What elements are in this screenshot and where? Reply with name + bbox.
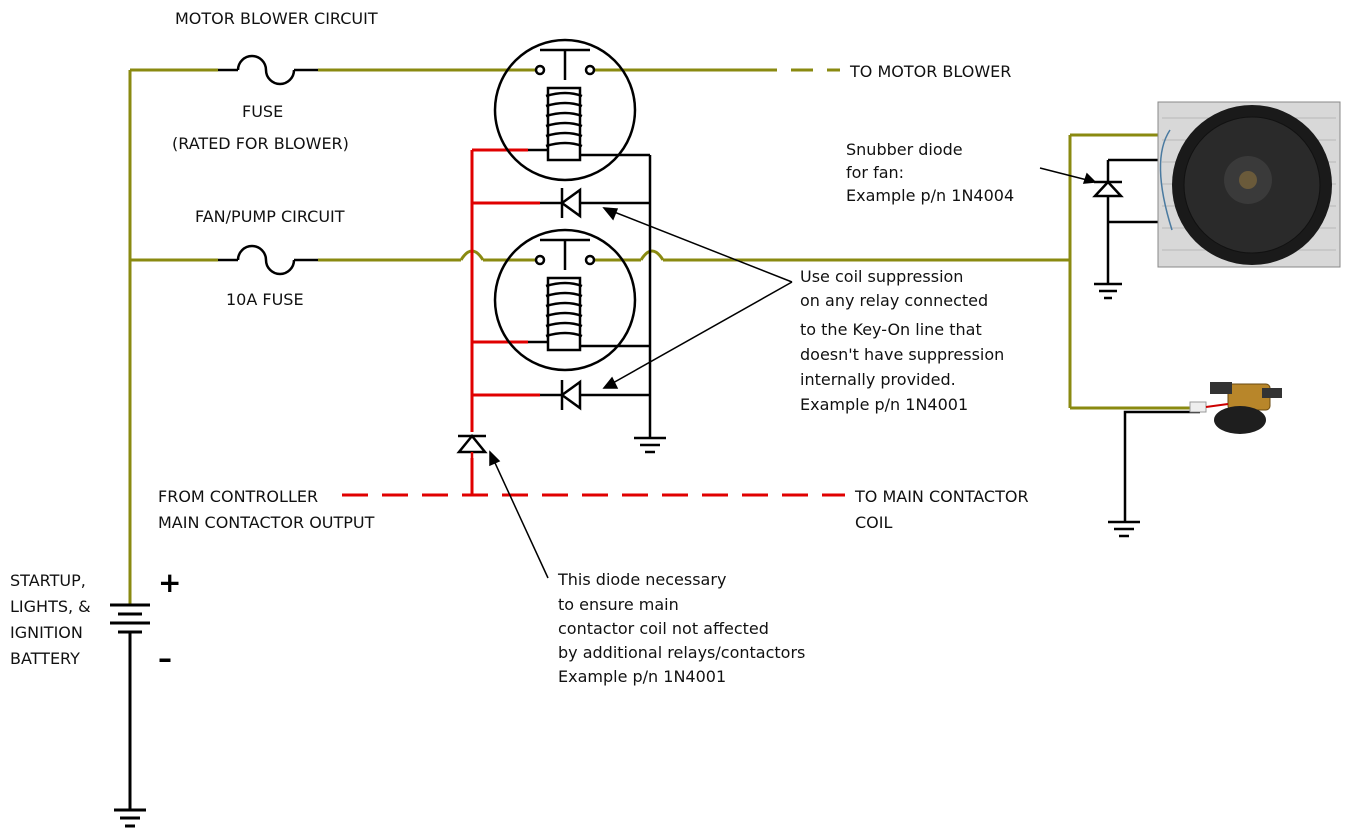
snubber-note-line: Example p/n 1N4004 [846,186,1014,205]
fuse-blower [218,54,318,86]
suppression-note-line: on any relay connected [800,291,988,310]
battery-label-line4: BATTERY [10,649,80,668]
relay-fan-pump [493,228,650,372]
battery-symbol [110,603,150,828]
to-main-contactor-label: TO MAIN CONTACTOR [854,487,1029,506]
coil-label: COIL [855,513,892,532]
main-diode-note-line: contactor coil not affected [558,619,769,638]
minus-sign: – [158,642,172,675]
main-diode-note-line: This diode necessary [557,570,726,589]
main-contactor-diode [456,434,488,460]
snubber-diode [1092,158,1165,300]
main-diode-note-line: by additional relays/contactors [558,643,805,662]
pump-ground [1108,410,1200,538]
motor-blower-circuit-label: MOTOR BLOWER CIRCUIT [175,9,378,28]
suppression-note: Use coil suppression on any relay connec… [800,267,1004,414]
water-pump-icon [1189,382,1282,434]
circuit-labels: MOTOR BLOWER CIRCUIT FUSE (RATED FOR BLO… [10,9,1029,675]
snubber-note-line: Snubber diode [846,140,963,159]
from-controller-label: FROM CONTROLLER [158,487,318,506]
main-diode-note-line: to ensure main [558,595,679,614]
fuse-10a-label: 10A FUSE [226,290,304,309]
to-motor-blower-label: TO MOTOR BLOWER [849,62,1011,81]
radiator-fan-icon [1157,101,1341,268]
suppression-diodes [540,155,652,438]
snubber-note-line: for fan: [846,163,904,182]
snubber-note: Snubber diode for fan: Example p/n 1N400… [846,140,1014,205]
fuse-fan-pump [218,244,318,276]
fuse-label: FUSE [242,102,283,121]
wire-hop [639,249,665,261]
battery-label-line3: IGNITION [10,623,83,642]
relay-ground-symbol [634,436,666,454]
suppression-note-line: internally provided. [800,370,956,389]
signal-wires [342,148,845,497]
suppression-note-line: to the Key-On line that [800,320,982,339]
main-diode-note-line: Example p/n 1N4001 [558,667,726,686]
suppression-note-line: doesn't have suppression [800,345,1004,364]
main-contactor-output-label: MAIN CONTACTOR OUTPUT [158,513,375,532]
battery-label-line1: STARTUP, [10,571,86,590]
power-wires [128,68,1200,605]
fan-pump-circuit-label: FAN/PUMP CIRCUIT [195,207,345,226]
plus-sign: + [158,566,181,599]
main-diode-note: This diode necessary to ensure main cont… [557,570,805,686]
battery-label-line2: LIGHTS, & [10,597,91,616]
rated-for-blower-label: (RATED FOR BLOWER) [172,134,349,153]
suppression-note-line: Example p/n 1N4001 [800,395,968,414]
annotation-arrows [489,167,1097,579]
relay-blower [493,38,650,182]
suppression-note-line: Use coil suppression [800,267,963,286]
